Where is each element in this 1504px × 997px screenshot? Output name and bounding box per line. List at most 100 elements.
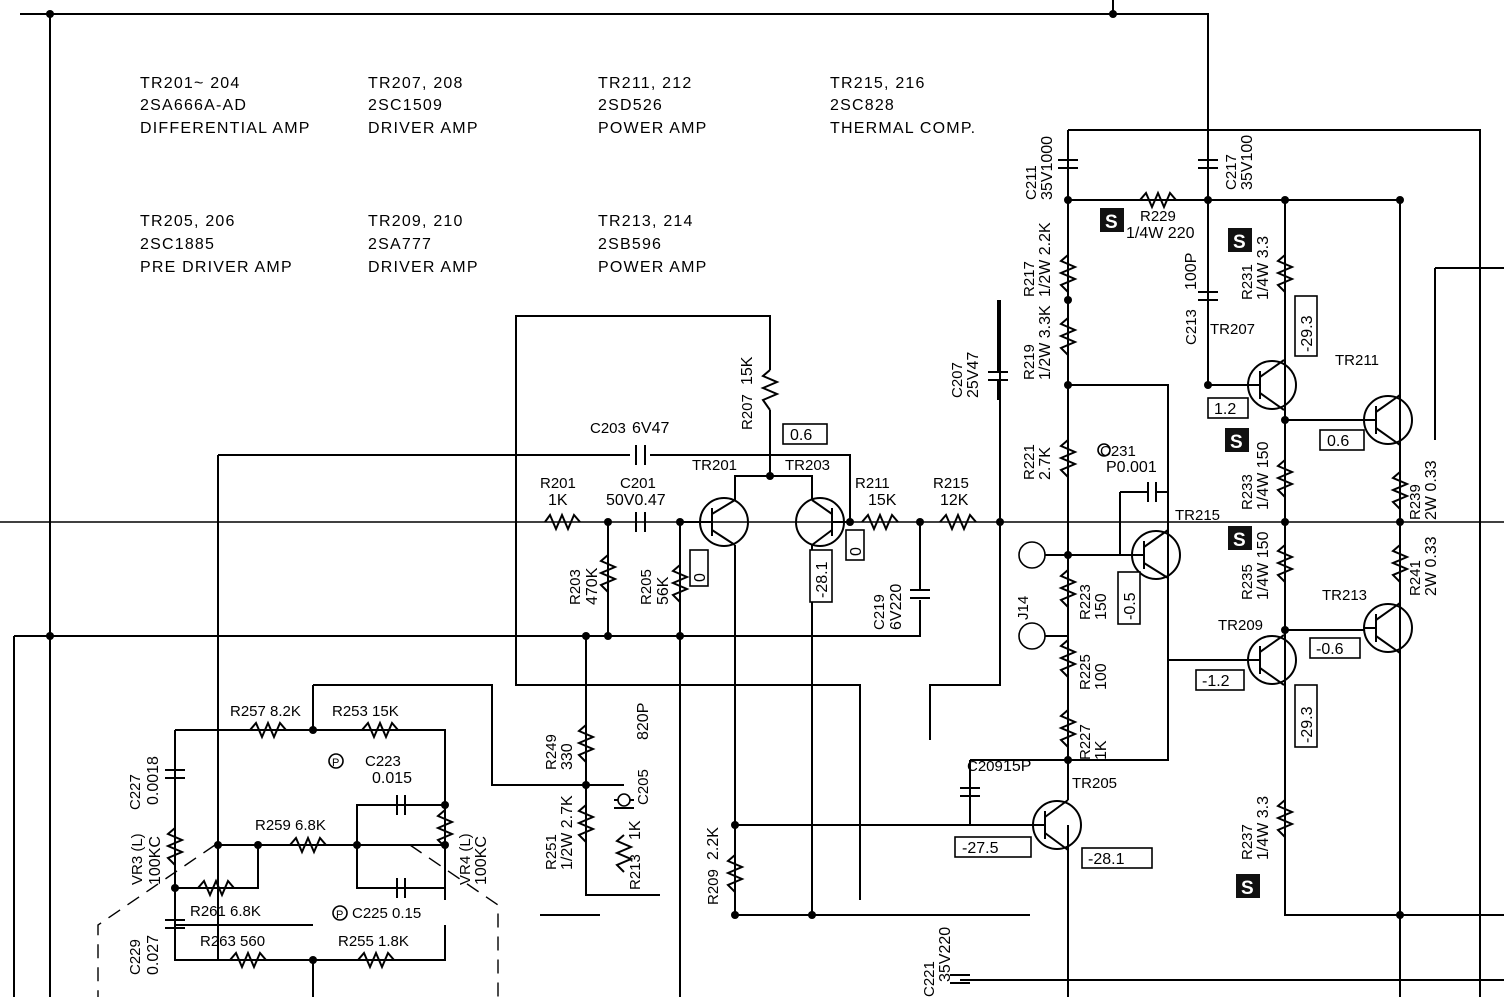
voltage-box: [845, 529, 865, 561]
component-value: 2.7K: [1037, 447, 1054, 480]
capacitor-c223: [396, 795, 406, 815]
voltage-box: [782, 423, 828, 445]
resistor-r263: [229, 950, 267, 970]
component-ref: R235: [1239, 564, 1256, 600]
s-marker-text: S: [1241, 878, 1254, 899]
wire: [1068, 129, 1481, 997]
p-marker-text: P: [336, 909, 343, 921]
resistor-r229: [1139, 190, 1177, 210]
component-value: 1/4W 3.3: [1255, 796, 1272, 860]
component-ref: C213: [1183, 309, 1200, 345]
resistor-r257: [249, 720, 287, 740]
legend-function: DIFFERENTIAL AMP: [140, 120, 311, 137]
voltage-box: [689, 549, 709, 587]
voltage-value: -28.1: [1088, 851, 1125, 868]
resistor-r209: [725, 854, 745, 893]
voltage-value: -29.3: [1299, 315, 1316, 352]
legend-part: 2SB596: [598, 236, 662, 253]
voltage-value: -29.3: [1299, 706, 1316, 743]
p-marker: [332, 905, 348, 921]
legend-refs: TR215, 216: [830, 75, 926, 92]
legend-refs: TR205, 206: [140, 213, 236, 230]
voltage-value: -0.5: [1122, 592, 1139, 620]
resistor-r239: [1390, 471, 1410, 510]
p-marker-text: P: [332, 757, 339, 769]
transistor-tr209: TR209: [1218, 617, 1263, 634]
resistor-r231: [1275, 254, 1295, 293]
legend-refs: TR209, 210: [368, 213, 464, 230]
resistor-symbols: [165, 190, 1410, 970]
component-label: R255 1.8K: [338, 933, 409, 950]
voltage-box: [1081, 847, 1153, 869]
component-ref: R225: [1077, 654, 1094, 690]
s-marker: [1228, 526, 1252, 550]
component-ref: R209: [705, 869, 722, 905]
wire: [1284, 200, 1504, 916]
resistor-r213: [614, 834, 634, 873]
resistor-r201: [544, 512, 581, 532]
resistor-r215: [939, 512, 977, 532]
component-ref: R217: [1021, 261, 1038, 297]
s-marker-text: S: [1233, 232, 1246, 253]
component-value: 470K: [584, 567, 601, 605]
wire: [356, 845, 445, 889]
voltage-readings: 0.6 0 -28.1 0 -0.5 1.2 -29.3 0.6 -1.2 -0…: [689, 295, 1365, 869]
transistor-tr205: TR205: [1072, 775, 1117, 792]
component-value: 2W 0.33: [1423, 460, 1440, 520]
resistor-r223: [1058, 569, 1078, 608]
transistor-tr201: TR201: [692, 457, 737, 474]
wire: [770, 475, 813, 500]
resistor-r261: [197, 878, 235, 898]
component-label: R261 6.8K: [190, 903, 261, 920]
voltage-value: -0.6: [1316, 641, 1344, 658]
legend-part: 2SD526: [598, 97, 663, 114]
component-value: 15K: [739, 356, 756, 385]
voltage-value: -27.5: [962, 840, 999, 857]
jack-j14[interactable]: [1018, 541, 1068, 650]
legend-part: 2SC1509: [368, 97, 443, 114]
component-value: 100: [1093, 663, 1110, 690]
wire: [929, 300, 1001, 740]
component-value: 1K: [627, 820, 644, 840]
component-ref: R213: [627, 854, 644, 890]
legend-function: POWER AMP: [598, 259, 707, 276]
component-ref: R233: [1239, 474, 1256, 510]
component-value: 1/2W 2.2K: [1037, 222, 1054, 297]
component-ref: R219: [1021, 344, 1038, 380]
component-ref: C231: [1100, 443, 1136, 460]
voltage-value: 0: [848, 547, 865, 556]
transistor-tr201-symbol: [680, 497, 749, 547]
p-marker: [328, 753, 344, 769]
component-ref: R237: [1239, 824, 1256, 860]
s-marker-text: S: [1105, 212, 1118, 233]
component-value: 35V1000: [1039, 136, 1056, 200]
resistor-r219: [1058, 317, 1078, 356]
component-ref: C207: [949, 362, 966, 398]
legend-refs: TR207, 208: [368, 75, 464, 92]
component-value: 25V47: [965, 352, 982, 398]
voltage-box: [1294, 684, 1318, 748]
component-labels: R201 1K C201 50V0.47 C203 6V47 R211 15K …: [127, 135, 1440, 997]
wire: [585, 636, 660, 896]
component-ref: C205: [635, 769, 652, 805]
legend-entry: TR201~ 204 2SA666A-AD DIFFERENTIAL AMP: [140, 75, 311, 137]
component-value: 6V47: [632, 420, 669, 437]
resistor-r207: [760, 369, 780, 411]
legend-part: 2SC1885: [140, 236, 215, 253]
component-value: 6V220: [888, 584, 905, 630]
component-ref: R211: [855, 475, 890, 492]
component-label: R263 560: [200, 933, 265, 950]
component-ref: R201: [540, 475, 576, 492]
capacitor-c231: [1119, 482, 1168, 555]
transistor-tr215-symbol: [1120, 529, 1181, 580]
component-ref: C217: [1223, 154, 1240, 190]
component-ref: R207: [739, 394, 756, 430]
component-value: 12K: [940, 492, 969, 509]
transistor-tr203: TR203: [785, 457, 830, 474]
component-label: R259 6.8K: [255, 817, 326, 834]
voltage-box: [1294, 295, 1318, 357]
voltage-box: [1195, 669, 1245, 691]
component-ref: R223: [1077, 584, 1094, 620]
component-ref: R251: [543, 834, 560, 870]
transistor-tr213: TR213: [1322, 587, 1367, 604]
